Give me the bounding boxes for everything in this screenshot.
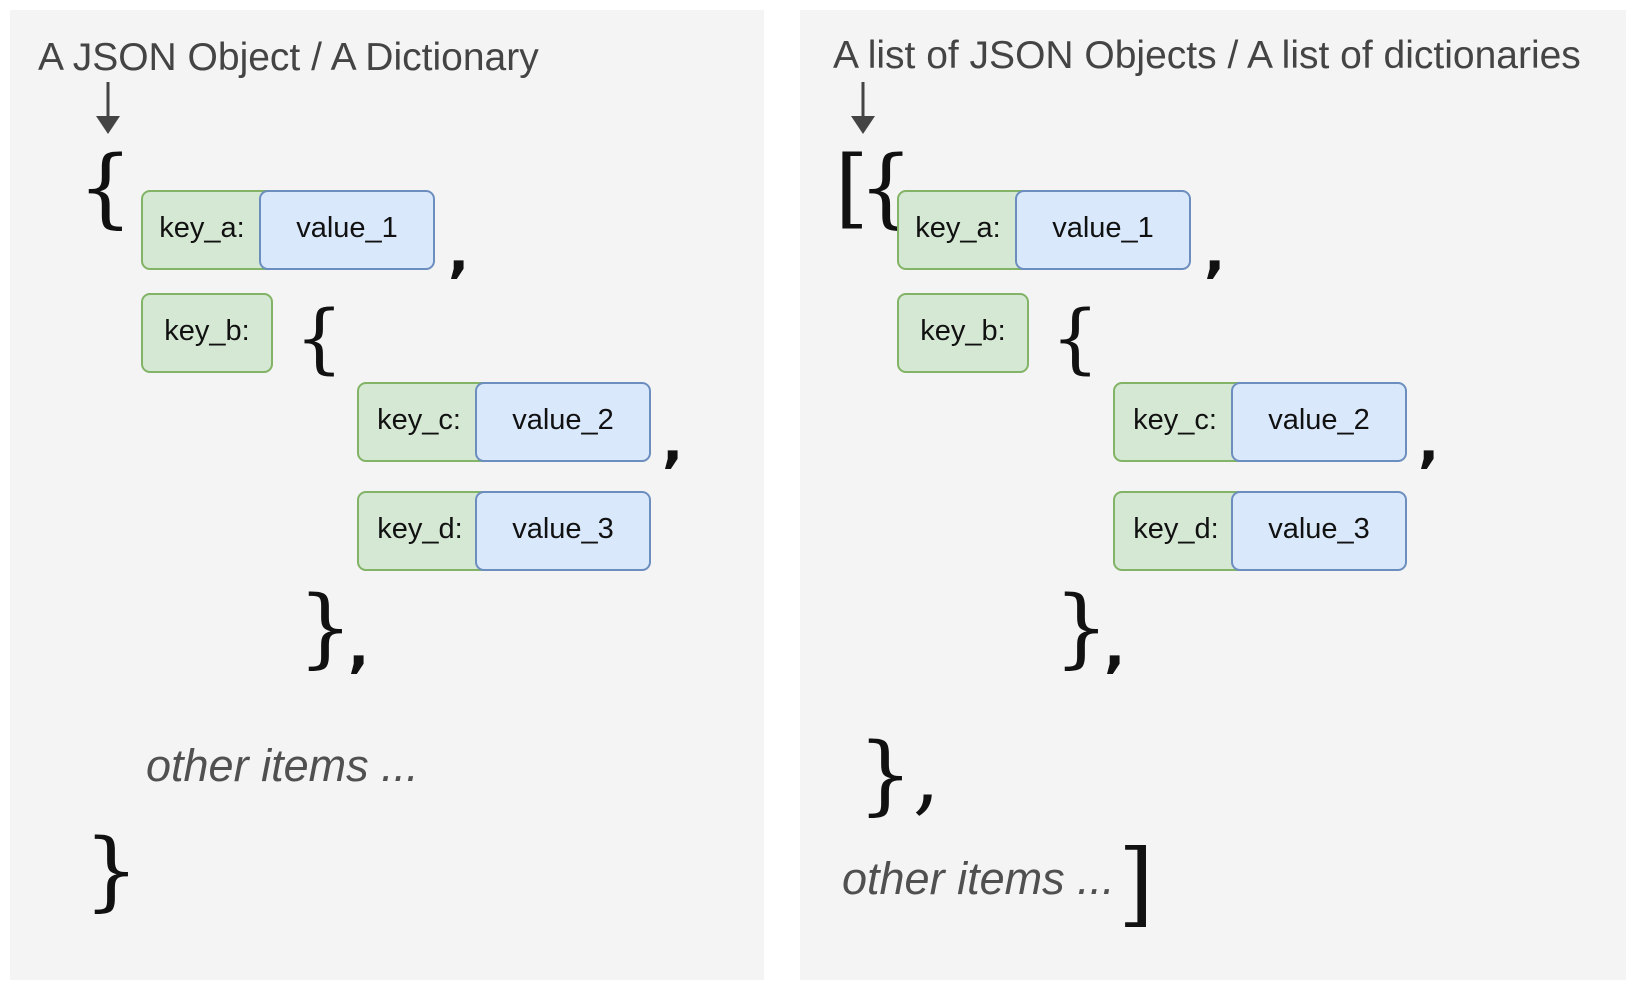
open-brace: { [78,138,133,238]
value-box [1231,491,1407,571]
nested-close-brace: } [1054,578,1109,678]
comma: , [1204,220,1226,285]
close-bracket: ] [1118,830,1154,937]
value-label: value_2 [1268,404,1370,436]
key-label: key_a: [915,212,1001,244]
value-box [1015,190,1191,270]
open-bracket-brace: [{ [835,138,913,238]
key-value-pair-b: key_b: [897,293,1031,373]
value-box [475,491,651,571]
key-value-pair-d: key_d: value_3 [357,491,651,571]
value-box [1231,382,1407,462]
comma: , [348,615,370,680]
key-value-pair-a: key_a: value_1 [897,190,1191,270]
value-label: value_2 [512,404,614,436]
nested-open-brace: { [295,293,344,382]
key-value-pair-c: key_c: value_2 [1113,382,1407,462]
comma: , [448,220,470,285]
comma: , [662,410,684,475]
key-value-pair-d: key_d: value_3 [1113,491,1407,571]
key-label: key_d: [377,513,463,545]
value-label: value_1 [1052,212,1154,244]
key-label: key_a: [159,212,245,244]
other-items-text: other items ... [146,740,419,791]
key-label: key_d: [1133,513,1219,545]
down-arrow-icon [851,82,875,134]
value-box [475,382,651,462]
value-label: value_3 [1268,513,1370,545]
key-value-pair-a: key_a: value_1 [141,190,435,270]
other-items-text: other items ... [842,853,1115,904]
key-box [141,293,273,373]
nested-close-brace: } [298,578,353,678]
down-arrow-icon [96,82,120,134]
json-list-panel: A list of JSON Objects / A list of dicti… [800,10,1626,980]
nested-open-brace: { [1051,293,1100,382]
comma: , [1418,410,1440,475]
key-label: key_b: [920,315,1006,347]
key-value-pair-b: key_b: [141,293,275,373]
close-brace-comma: }, [858,725,941,825]
key-label: key_c: [1133,404,1217,436]
key-value-pair-c: key_c: value_2 [357,382,651,462]
close-brace: } [84,821,139,921]
value-label: value_1 [296,212,398,244]
panel-title: A JSON Object / A Dictionary [38,36,539,79]
comma: , [1104,615,1126,680]
key-box [897,293,1029,373]
panel-title: A list of JSON Objects / A list of dicti… [833,34,1581,77]
key-label: key_c: [377,404,461,436]
value-label: value_3 [512,513,614,545]
json-object-panel: A JSON Object / A Dictionary { key_a: va… [10,10,764,980]
key-label: key_b: [164,315,250,347]
value-box [259,190,435,270]
